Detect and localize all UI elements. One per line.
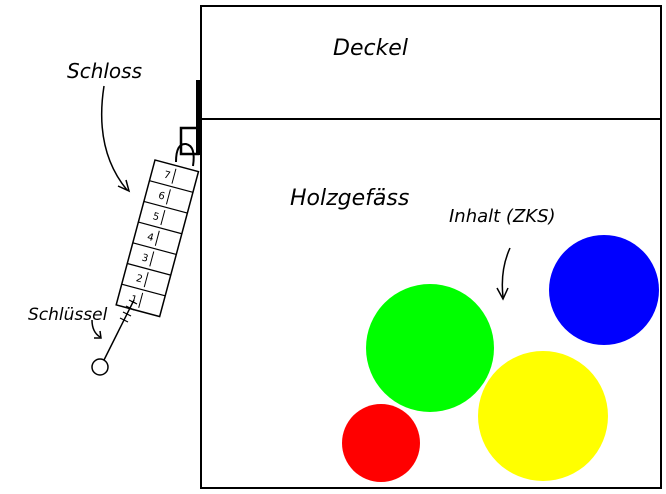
lock-row-tick — [149, 251, 155, 267]
lock-row-divider — [132, 242, 177, 256]
lock-row-number: 3 — [140, 253, 149, 265]
lock-arrow-head — [117, 179, 131, 193]
lock-row-tick — [143, 272, 149, 288]
content-arrow — [501, 247, 511, 298]
key-icon — [91, 299, 138, 376]
key-arrow-head — [94, 330, 102, 339]
red-ball — [342, 404, 420, 482]
lock-row-divider — [121, 283, 166, 297]
lock-row-tick — [138, 292, 144, 308]
container-label: Holzgefäss — [290, 186, 409, 211]
lock-row-number: 2 — [135, 273, 144, 285]
lock-row-number: 4 — [146, 232, 155, 244]
yellow-ball — [478, 351, 608, 481]
lock-row-tick — [171, 168, 177, 184]
lock-row-divider — [149, 180, 194, 193]
content-label: Inhalt (ZKS) — [449, 206, 556, 227]
padlock-body: 1234567 — [115, 159, 200, 318]
lock-row-divider — [143, 200, 188, 214]
lock-row-tick — [154, 230, 160, 246]
key-label: Schlüssel — [28, 305, 108, 325]
lock-row-divider — [138, 221, 182, 235]
lock-row-divider — [127, 262, 171, 276]
lock-row-number: 7 — [162, 170, 171, 182]
lid-label: Deckel — [333, 36, 408, 61]
container-box — [200, 5, 662, 489]
padlock-shackle — [175, 142, 195, 167]
lock-label: Schloss — [67, 59, 142, 83]
latch-hasp — [179, 126, 200, 156]
green-ball — [366, 284, 494, 412]
lock-row-number: 5 — [151, 211, 160, 223]
key-arrow — [91, 319, 101, 338]
lock-arrow — [100, 85, 128, 191]
lock-row-tick — [160, 209, 166, 226]
blue-ball — [549, 235, 659, 345]
lock-row-tick — [165, 189, 171, 205]
lock-row-number: 6 — [157, 190, 166, 202]
content-arrow-head — [496, 287, 509, 301]
